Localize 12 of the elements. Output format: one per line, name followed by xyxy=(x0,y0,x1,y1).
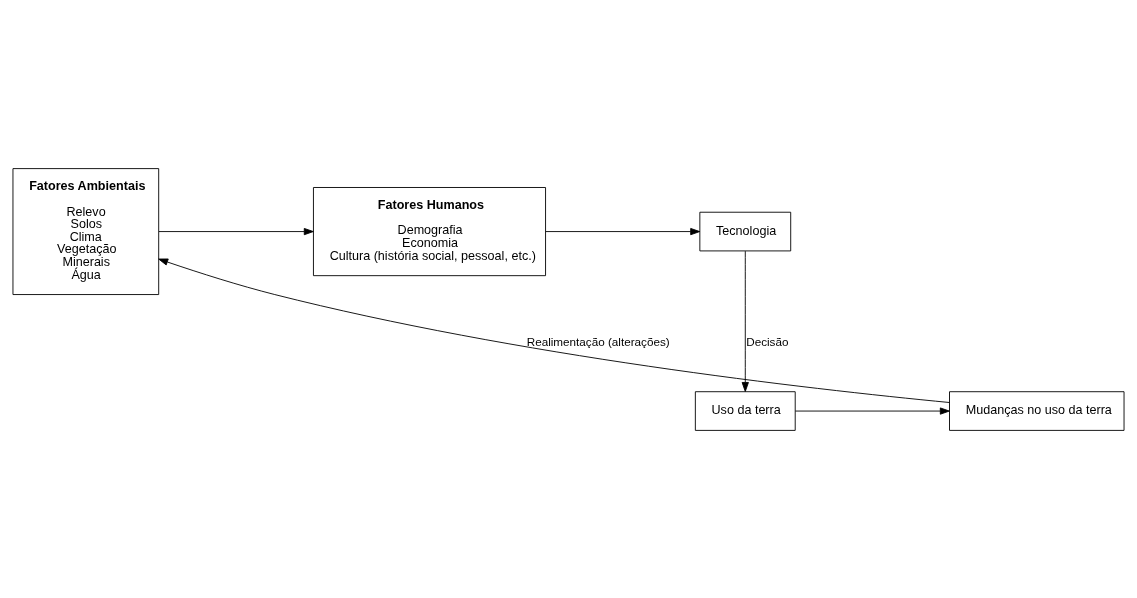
arrow xyxy=(545,227,701,235)
node-box: Fatores Humanos Demografia Economia Cultura (história social, pessoal, etc.) xyxy=(313,186,546,276)
edge-label: Realimentação (alterações) xyxy=(526,334,670,348)
node-box: Uso da terra xyxy=(694,390,796,431)
arrow xyxy=(741,250,749,392)
arrow xyxy=(794,406,950,415)
edge-label: Decisão xyxy=(746,334,789,348)
arrow xyxy=(158,258,950,403)
arrow xyxy=(158,227,314,235)
node-box: Mudanças no uso da terra xyxy=(949,390,1125,431)
node-box: Fatores Ambientais Relevo Solos Clima Vegetação Minerais Água xyxy=(12,167,160,295)
node-box: Tecnologia xyxy=(699,211,792,251)
